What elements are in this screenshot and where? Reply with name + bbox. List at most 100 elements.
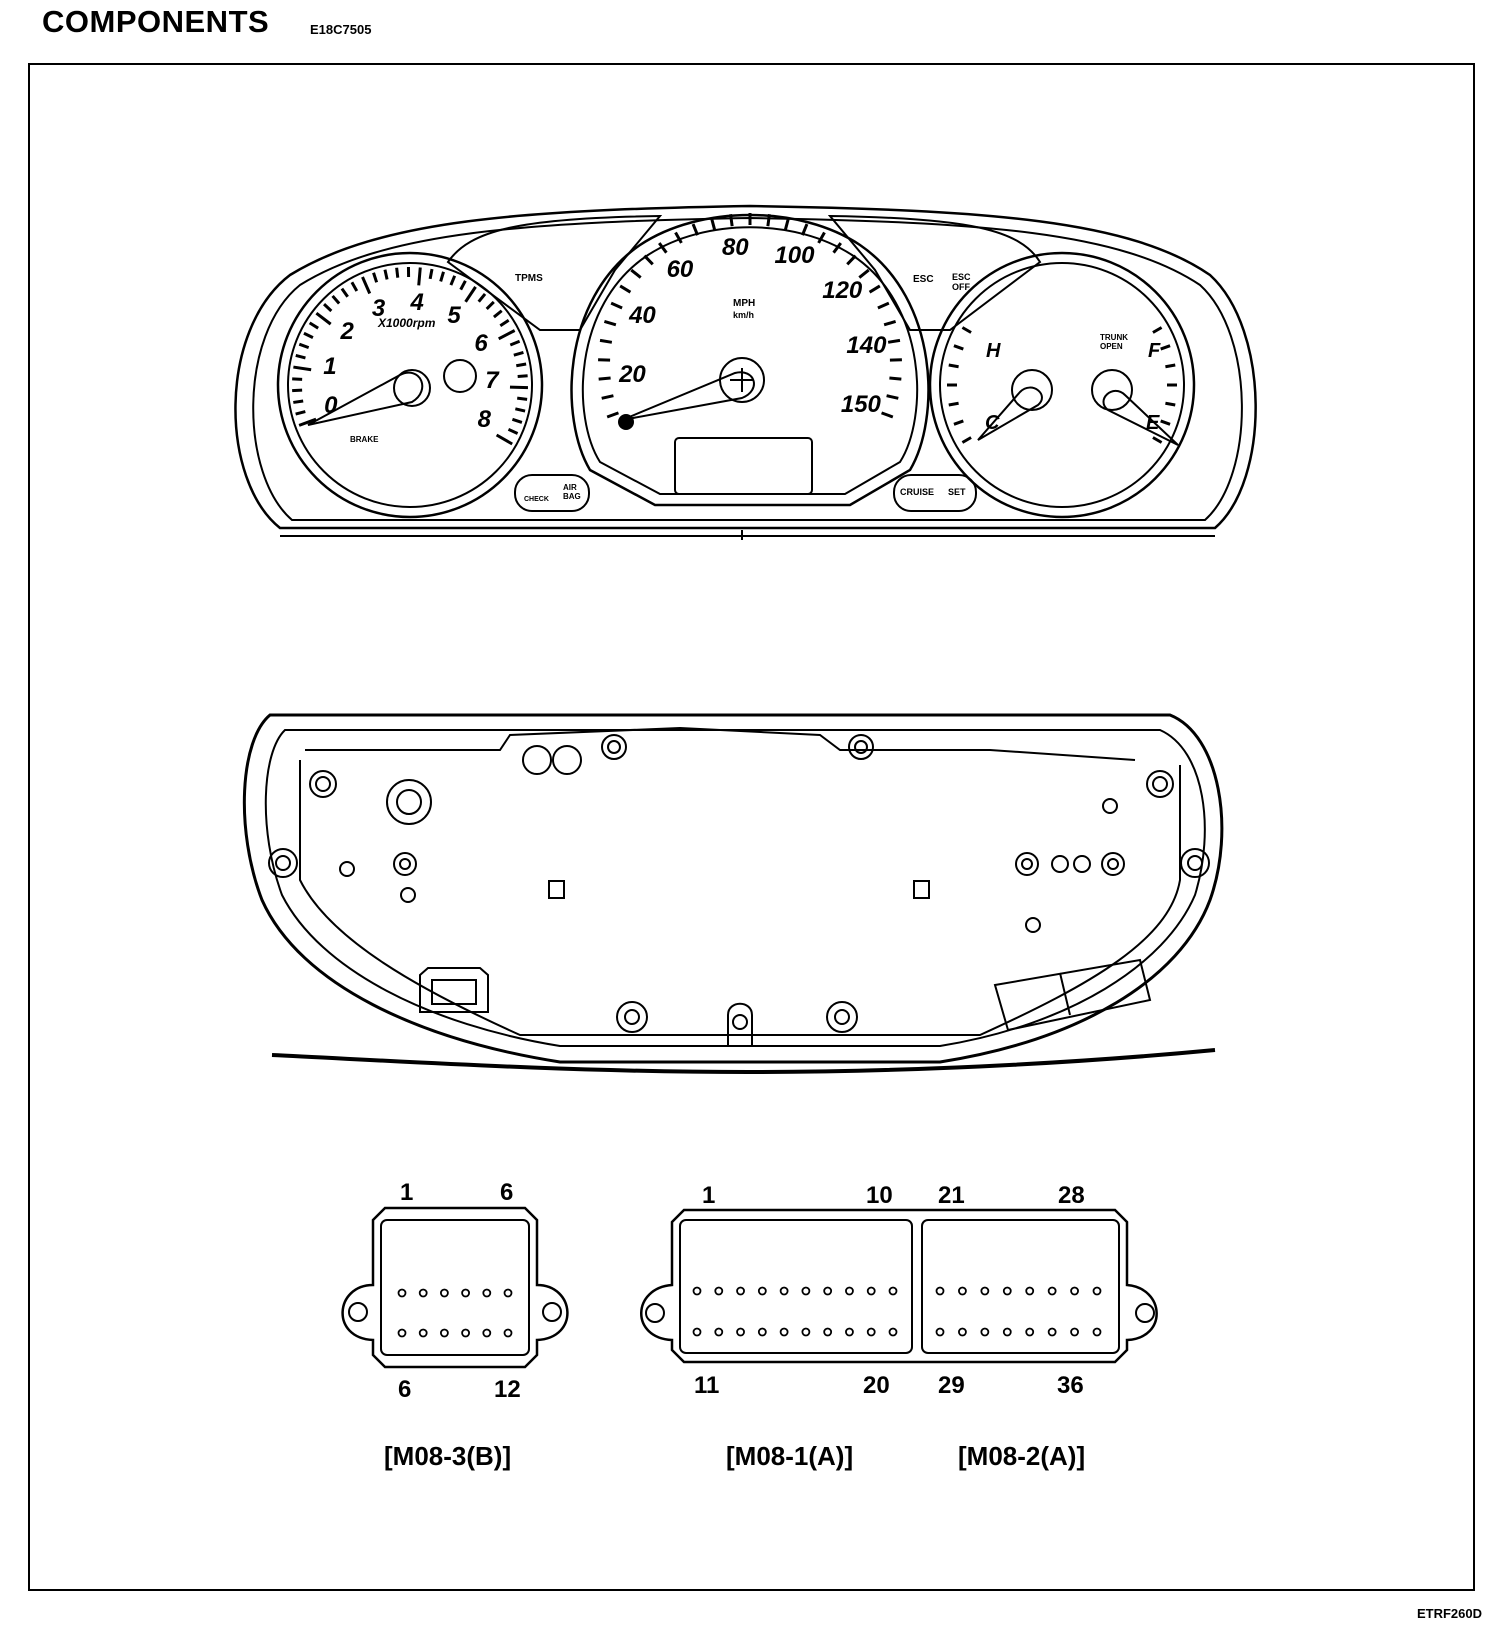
m08-3b-pin-bottom-right: 12 bbox=[494, 1376, 521, 1403]
pin-hole bbox=[1025, 1327, 1035, 1337]
tach-tick bbox=[417, 267, 422, 286]
speed-tick bbox=[858, 268, 870, 279]
mph-label: MPH bbox=[733, 298, 756, 309]
tach-tick bbox=[515, 407, 526, 413]
pin-hole bbox=[980, 1286, 990, 1296]
pin-hole bbox=[801, 1327, 811, 1337]
speed-tick bbox=[846, 254, 857, 266]
pin-hole bbox=[736, 1286, 745, 1296]
speed-number: 150 bbox=[840, 391, 881, 419]
tach-number: 6 bbox=[474, 330, 488, 357]
pin-hole bbox=[461, 1328, 471, 1338]
pin-hole bbox=[757, 1286, 767, 1296]
speed-tick bbox=[783, 217, 790, 230]
pin-hole bbox=[1047, 1286, 1057, 1296]
brake-label: BRAKE bbox=[350, 435, 379, 444]
esc-off-label: ESC OFF bbox=[952, 272, 971, 292]
tach-number: 3 bbox=[371, 295, 386, 323]
temp-tick bbox=[953, 344, 964, 351]
pin-hole bbox=[714, 1286, 724, 1296]
tach-tick bbox=[295, 410, 306, 416]
tach-number: 4 bbox=[410, 289, 424, 317]
tach-tick bbox=[331, 294, 341, 305]
trunk-open-label: TRUNK OPEN bbox=[1100, 333, 1128, 351]
pin-hole bbox=[692, 1286, 702, 1296]
tach-tick bbox=[383, 269, 389, 280]
pin-hole bbox=[439, 1328, 449, 1338]
set-label: SET bbox=[948, 487, 966, 497]
speed-tick bbox=[606, 411, 619, 419]
tach-tick bbox=[315, 311, 332, 326]
speed-tick bbox=[710, 217, 717, 230]
tach-tick bbox=[459, 280, 467, 291]
m08-2a-label: [M08-2(A)] bbox=[958, 1441, 1086, 1471]
pin-hole bbox=[1002, 1286, 1012, 1296]
fuel-tick bbox=[1152, 326, 1163, 334]
speed-tick bbox=[832, 242, 842, 254]
fuel-full-label: F bbox=[1148, 340, 1161, 362]
speed-tick bbox=[881, 411, 894, 419]
tach-tick bbox=[517, 374, 528, 379]
tach-tick bbox=[517, 396, 528, 401]
pin-hole bbox=[1092, 1327, 1102, 1337]
tach-number: 7 bbox=[485, 367, 499, 395]
page-title: COMPONENTS bbox=[42, 4, 270, 39]
speed-tick bbox=[886, 394, 899, 400]
fuel-empty-label: E bbox=[1146, 412, 1160, 434]
tach-tick bbox=[511, 417, 523, 424]
tach-tick bbox=[485, 300, 495, 311]
pin-hole bbox=[866, 1286, 876, 1296]
speed-number: 120 bbox=[822, 277, 863, 305]
pin-hole bbox=[757, 1327, 767, 1337]
pin-hole bbox=[1092, 1286, 1102, 1296]
pin-hole bbox=[845, 1327, 854, 1337]
speed-tick bbox=[817, 231, 826, 244]
tach-tick bbox=[492, 309, 503, 319]
tach-unit-label: X1000rpm bbox=[378, 316, 436, 330]
pin-hole bbox=[503, 1328, 513, 1338]
pin-hole bbox=[439, 1288, 449, 1298]
pin-hole bbox=[397, 1288, 407, 1298]
speed-tick bbox=[883, 319, 897, 327]
tach-number: 5 bbox=[447, 301, 461, 329]
speed-tick bbox=[729, 214, 734, 227]
pin-hole bbox=[482, 1288, 492, 1298]
tach-number: 2 bbox=[340, 318, 354, 346]
m08-3b-label: [M08-3(B)] bbox=[384, 1441, 512, 1471]
pin-hole bbox=[1025, 1286, 1035, 1296]
pin-hole bbox=[888, 1327, 898, 1337]
speed-tick bbox=[630, 268, 642, 279]
pin-hole bbox=[958, 1286, 967, 1296]
fuel-tick bbox=[1165, 363, 1176, 369]
temp-tick bbox=[948, 363, 959, 369]
speed-number: 40 bbox=[629, 302, 656, 330]
pin-hole bbox=[692, 1327, 702, 1337]
tach-tick bbox=[293, 399, 304, 404]
speed-tick bbox=[619, 284, 632, 294]
fuel-tick bbox=[1160, 419, 1171, 426]
pin-hole bbox=[980, 1327, 990, 1337]
speed-tick bbox=[877, 301, 890, 310]
speed-tick bbox=[598, 376, 611, 381]
tach-tick bbox=[308, 321, 319, 330]
pin-hole bbox=[482, 1328, 492, 1338]
check-label: CHECK bbox=[524, 496, 549, 503]
fuel-tick bbox=[1165, 401, 1176, 407]
tach-tick bbox=[464, 286, 477, 303]
pin-hole bbox=[823, 1327, 833, 1337]
kmh-label: km/h bbox=[733, 310, 755, 320]
pin-hole bbox=[418, 1328, 428, 1338]
tach-tick bbox=[509, 339, 521, 347]
tach-tick bbox=[303, 331, 314, 340]
connector-m08-3b bbox=[341, 1206, 569, 1369]
pin-hole bbox=[779, 1327, 789, 1337]
air-bag-label: AIR BAG bbox=[563, 483, 581, 501]
m08-2a-pin-top-left: 21 bbox=[938, 1182, 965, 1209]
speed-tick bbox=[801, 223, 809, 236]
m08-3b-pin-top-left: 1 bbox=[400, 1179, 414, 1206]
pin-hole bbox=[801, 1286, 811, 1296]
m08-3b-pin-top-right: 6 bbox=[500, 1179, 514, 1206]
speed-tick bbox=[674, 231, 683, 244]
tach-tick bbox=[513, 351, 524, 357]
